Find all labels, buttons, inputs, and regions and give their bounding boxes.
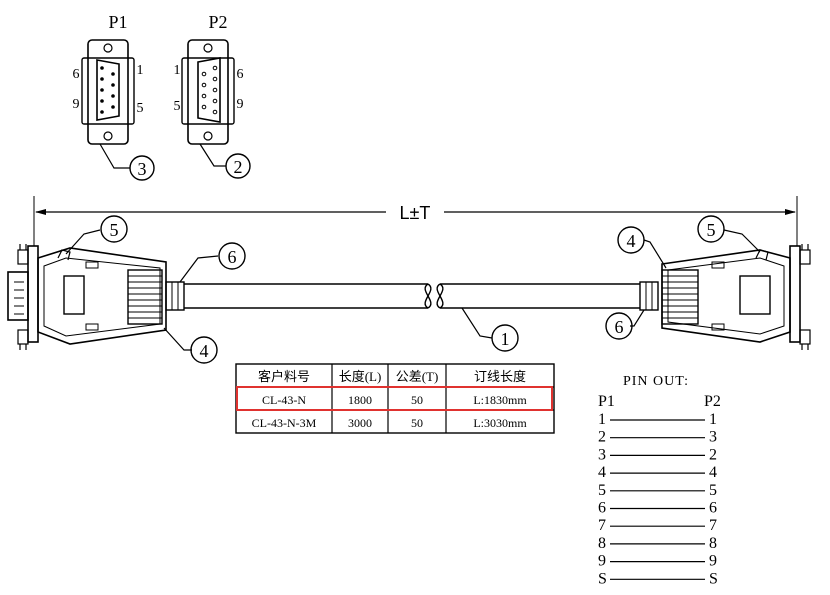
table-header: 公差(T): [396, 369, 439, 384]
length-label: L±T: [400, 203, 431, 223]
table-cell: 50: [411, 393, 423, 407]
callout-3: 3: [138, 159, 147, 179]
length-dimension: L±T: [33, 196, 798, 246]
cable-body: [184, 283, 640, 309]
p2-pin-9-label: 9: [237, 97, 244, 112]
right-cable-end: [639, 244, 811, 350]
p2-pin-1-label: 1: [174, 63, 181, 78]
pinout-left-pin: 9: [598, 553, 606, 570]
p1-pin-6-label: 6: [73, 67, 80, 82]
callout-4-right: 4: [627, 231, 636, 251]
pinout-left-pin: 5: [598, 482, 606, 499]
table-cell: CL-43-N-3M: [252, 416, 317, 430]
pinout-title: PIN OUT:: [623, 374, 689, 389]
cable-callouts: 5 6 4 1 4 5 6: [65, 215, 761, 364]
pinout-right-pin: 4: [709, 464, 717, 481]
pinout-p2-header: P2: [704, 393, 721, 410]
pinout-p1-header: P1: [598, 393, 615, 410]
p2-pin-5-label: 5: [174, 99, 181, 114]
pinout-right-pin: 8: [709, 535, 717, 552]
table-cell: 1800: [348, 393, 372, 407]
pinout-right-pin: 7: [709, 517, 717, 534]
pinout-left-pin: 3: [598, 446, 606, 463]
pinout-right-pin: 1: [709, 411, 717, 428]
pinout-left-pin: 6: [598, 500, 606, 517]
pinout-left-pin: S: [598, 570, 607, 587]
table-header: 长度(L): [339, 369, 382, 384]
callout-1: 1: [501, 329, 510, 349]
callout-5-left: 5: [110, 220, 119, 240]
spec-table: 客户料号 长度(L) 公差(T) 订线长度 CL-43-N 1800 50 L:…: [235, 363, 555, 434]
pinout-right-pin: 3: [709, 429, 717, 446]
table-header: 客户料号: [258, 369, 310, 384]
pinout-right-pin: 5: [709, 482, 717, 499]
callout-6-left: 6: [228, 247, 237, 267]
p2-pin-6-label: 6: [237, 67, 244, 82]
p1-connector: P1 6 1 9 5 3: [73, 12, 155, 181]
pinout-right-pin: 9: [709, 553, 717, 570]
callout-2: 2: [234, 157, 243, 177]
pinout-left-pin: 8: [598, 535, 606, 552]
pinout-left-pin: 2: [598, 429, 606, 446]
table-cell: L:3030mm: [473, 416, 527, 430]
p2-connector: P2 1 6 5 9 2: [174, 12, 251, 179]
p1-pin-1-label: 1: [137, 63, 144, 78]
pinout-left-pin: 7: [598, 517, 606, 534]
table-header: 订线长度: [474, 369, 526, 384]
callout-5-right: 5: [707, 220, 716, 240]
callout-6-right: 6: [615, 317, 624, 337]
p1-label: P1: [108, 12, 127, 32]
pinout-left-pin: 4: [598, 464, 606, 481]
pinout-right-pin: 2: [709, 446, 717, 463]
table-cell: CL-43-N: [262, 393, 306, 407]
highlight-row-frame: [236, 386, 553, 411]
pinout-left-pin: 1: [598, 411, 606, 428]
pinout-right-pin: S: [709, 570, 718, 587]
p1-pin-9-label: 9: [73, 97, 80, 112]
table-cell: 50: [411, 416, 423, 430]
p2-label: P2: [208, 12, 227, 32]
table-cell: 3000: [348, 416, 372, 430]
p1-pin-5-label: 5: [137, 101, 144, 116]
table-cell: L:1830mm: [473, 393, 527, 407]
callout-4-left: 4: [200, 341, 209, 361]
left-cable-end: [7, 244, 185, 350]
pinout-right-pin: 6: [709, 500, 717, 517]
